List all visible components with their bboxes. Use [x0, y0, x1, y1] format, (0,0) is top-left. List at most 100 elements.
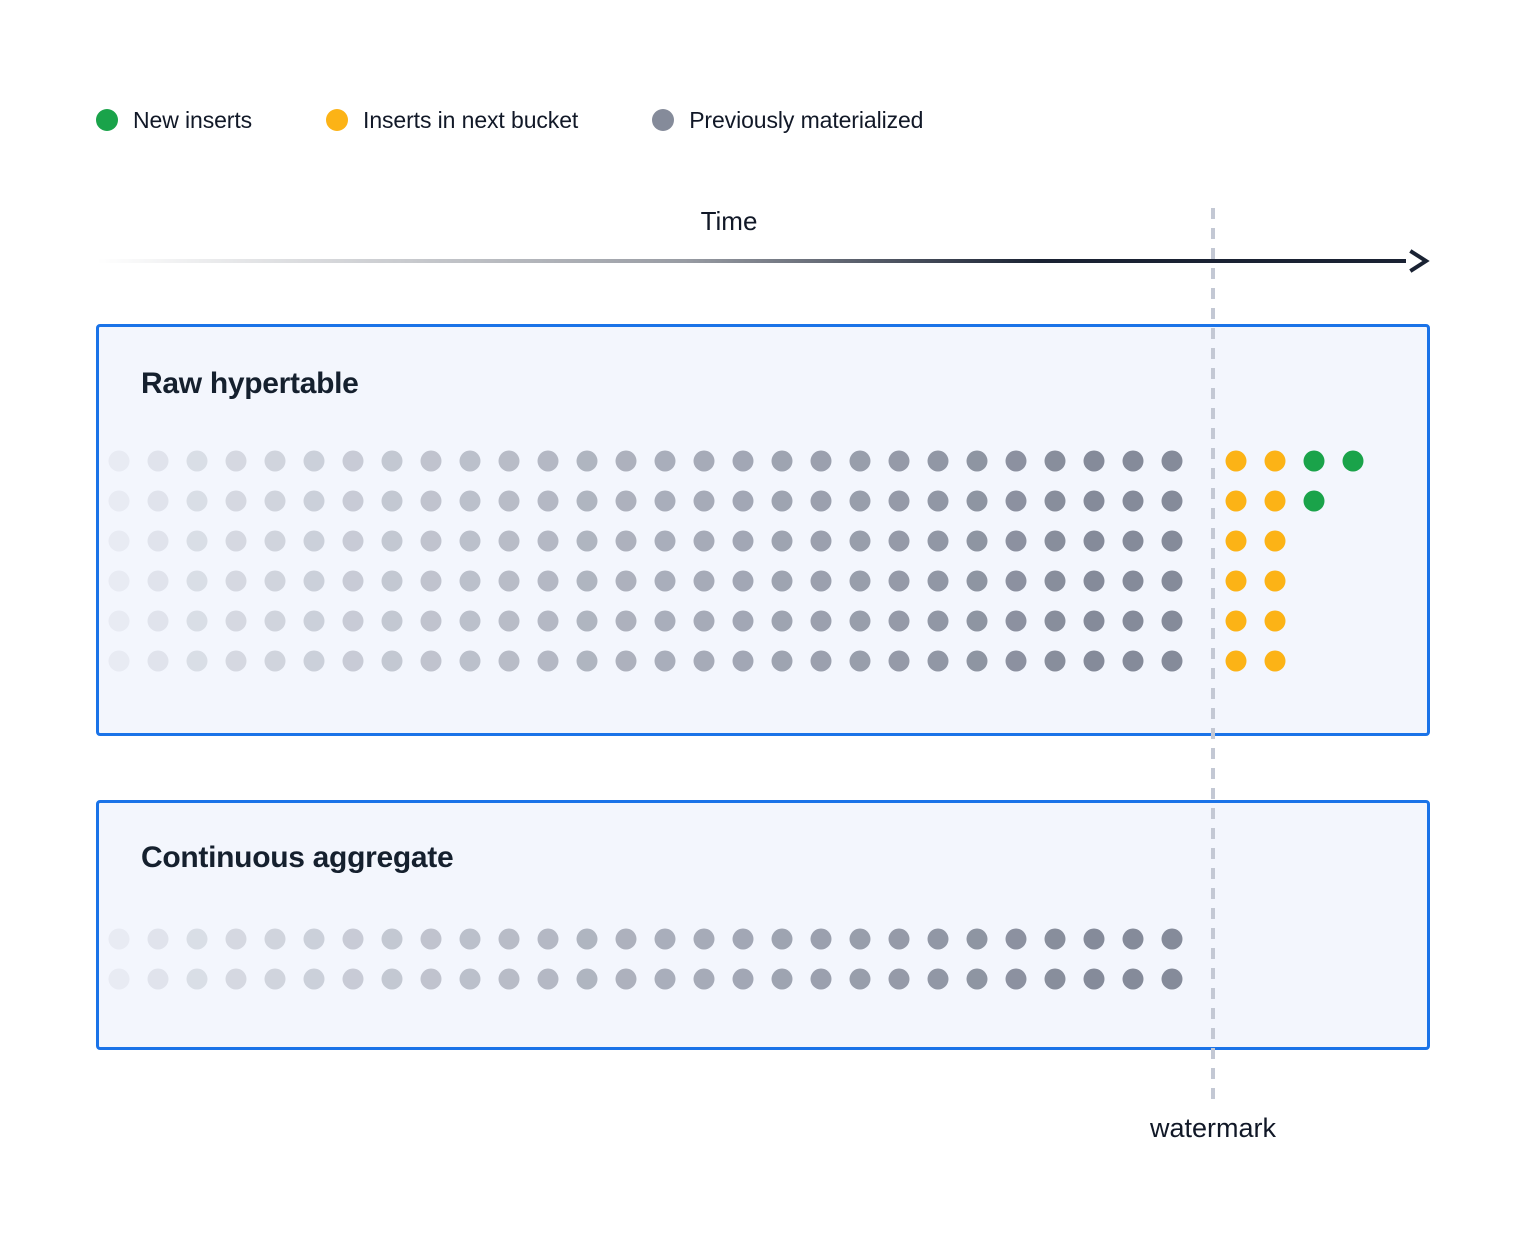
dot-previously-materialized — [1083, 928, 1105, 950]
dot-inserts-next-bucket — [1225, 650, 1247, 672]
circle-icon — [96, 109, 118, 131]
dot-previously-materialized — [1161, 928, 1183, 950]
dot-previously-materialized — [225, 650, 247, 672]
dot-previously-materialized — [537, 968, 559, 990]
dot-previously-materialized — [420, 650, 442, 672]
dot-previously-materialized — [771, 650, 793, 672]
dot-previously-materialized — [537, 490, 559, 512]
dot-previously-materialized — [693, 928, 715, 950]
dot-inserts-next-bucket — [1264, 490, 1286, 512]
dot-previously-materialized — [615, 650, 637, 672]
dot-previously-materialized — [459, 610, 481, 632]
dot-previously-materialized — [264, 450, 286, 472]
dot-previously-materialized — [1044, 650, 1066, 672]
dot-previously-materialized — [303, 570, 325, 592]
dot-previously-materialized — [849, 968, 871, 990]
dot-previously-materialized — [615, 530, 637, 552]
dot-previously-materialized — [1044, 610, 1066, 632]
dot-previously-materialized — [810, 968, 832, 990]
dot-previously-materialized — [303, 650, 325, 672]
dot-previously-materialized — [888, 570, 910, 592]
dot-previously-materialized — [927, 968, 949, 990]
dot-previously-materialized — [615, 450, 637, 472]
dot-previously-materialized — [810, 530, 832, 552]
dot-previously-materialized — [186, 968, 208, 990]
dot-previously-materialized — [108, 610, 130, 632]
dot-previously-materialized — [108, 450, 130, 472]
dot-previously-materialized — [459, 570, 481, 592]
dot-new-inserts — [1303, 450, 1325, 472]
dot-previously-materialized — [342, 530, 364, 552]
dot-previously-materialized — [108, 570, 130, 592]
dot-previously-materialized — [1161, 490, 1183, 512]
dot-previously-materialized — [966, 928, 988, 950]
dot-previously-materialized — [849, 928, 871, 950]
dot-previously-materialized — [1005, 650, 1027, 672]
dot-previously-materialized — [264, 610, 286, 632]
dot-previously-materialized — [927, 530, 949, 552]
dot-previously-materialized — [264, 968, 286, 990]
dot-previously-materialized — [693, 530, 715, 552]
dot-previously-materialized — [966, 450, 988, 472]
dot-previously-materialized — [459, 968, 481, 990]
dot-previously-materialized — [1005, 450, 1027, 472]
dot-previously-materialized — [1161, 570, 1183, 592]
dot-previously-materialized — [654, 928, 676, 950]
dot-previously-materialized — [615, 490, 637, 512]
dot-previously-materialized — [693, 650, 715, 672]
dot-previously-materialized — [420, 450, 442, 472]
dot-previously-materialized — [459, 450, 481, 472]
dot-previously-materialized — [303, 610, 325, 632]
dot-previously-materialized — [303, 928, 325, 950]
dot-previously-materialized — [1122, 968, 1144, 990]
dot-previously-materialized — [1161, 650, 1183, 672]
dot-previously-materialized — [1122, 530, 1144, 552]
dot-previously-materialized — [303, 530, 325, 552]
dot-previously-materialized — [381, 530, 403, 552]
dot-previously-materialized — [1161, 450, 1183, 472]
dot-inserts-next-bucket — [1264, 650, 1286, 672]
dot-previously-materialized — [225, 968, 247, 990]
dot-previously-materialized — [576, 968, 598, 990]
dot-previously-materialized — [264, 490, 286, 512]
dot-previously-materialized — [693, 610, 715, 632]
dot-previously-materialized — [186, 530, 208, 552]
dot-previously-materialized — [420, 928, 442, 950]
dot-previously-materialized — [342, 570, 364, 592]
dot-previously-materialized — [576, 490, 598, 512]
dot-previously-materialized — [654, 570, 676, 592]
dot-previously-materialized — [1044, 570, 1066, 592]
dot-previously-materialized — [186, 610, 208, 632]
dot-previously-materialized — [1044, 530, 1066, 552]
dot-previously-materialized — [1044, 450, 1066, 472]
dot-previously-materialized — [849, 570, 871, 592]
dot-previously-materialized — [966, 650, 988, 672]
dot-previously-materialized — [537, 610, 559, 632]
dot-previously-materialized — [498, 490, 520, 512]
dot-previously-materialized — [147, 570, 169, 592]
dot-previously-materialized — [147, 650, 169, 672]
dot-previously-materialized — [459, 650, 481, 672]
dot-previously-materialized — [1161, 610, 1183, 632]
dot-previously-materialized — [1005, 530, 1027, 552]
dot-previously-materialized — [498, 928, 520, 950]
dot-previously-materialized — [1122, 650, 1144, 672]
dot-previously-materialized — [225, 450, 247, 472]
dot-previously-materialized — [147, 530, 169, 552]
dot-previously-materialized — [966, 530, 988, 552]
dot-previously-materialized — [381, 968, 403, 990]
dot-previously-materialized — [342, 450, 364, 472]
dot-previously-materialized — [264, 530, 286, 552]
dot-previously-materialized — [1044, 490, 1066, 512]
dot-previously-materialized — [693, 450, 715, 472]
dot-previously-materialized — [1005, 570, 1027, 592]
dot-previously-materialized — [498, 530, 520, 552]
dot-previously-materialized — [810, 450, 832, 472]
dot-previously-materialized — [771, 530, 793, 552]
dot-previously-materialized — [927, 610, 949, 632]
dot-previously-materialized — [108, 928, 130, 950]
dot-previously-materialized — [303, 490, 325, 512]
dot-previously-materialized — [1122, 610, 1144, 632]
dot-previously-materialized — [264, 928, 286, 950]
watermark-label: watermark — [1149, 1113, 1277, 1143]
